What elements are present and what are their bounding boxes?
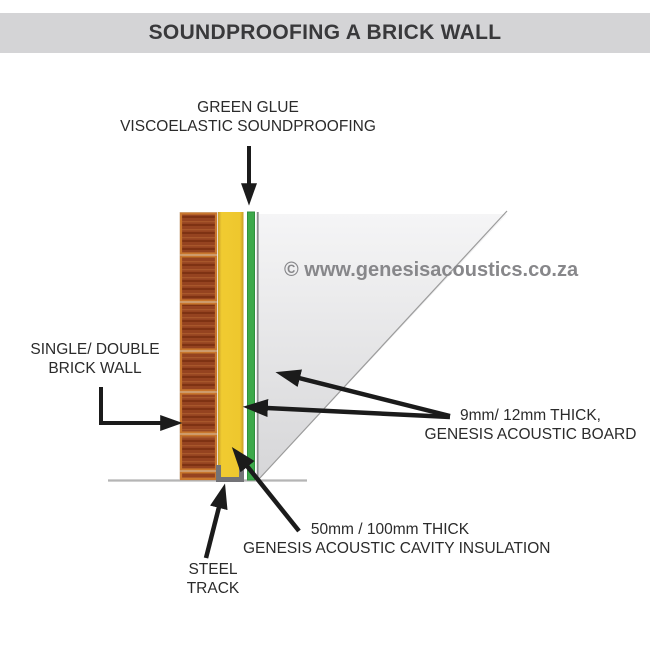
cavity-insulation-label: 50mm / 100mm THICK GENESIS ACOUSTIC CAVI…: [243, 521, 551, 558]
brick: [179, 255, 218, 302]
steel-track-shape: [216, 465, 244, 482]
steel-track-label-line1: STEEL: [188, 561, 238, 578]
watermark-text: © www.genesisacoustics.co.za: [284, 259, 579, 281]
green-glue-label: GREEN GLUE VISCOELASTIC SOUNDPROOFING: [108, 99, 388, 136]
acoustic-board-edge: [256, 212, 259, 480]
insulation-arrow: [231, 447, 301, 533]
title-bar: SOUNDPROOFING A BRICK WALL: [0, 13, 650, 53]
brick: [179, 434, 218, 471]
board-panel-diagonal-edge: [258, 210, 508, 480]
acoustic-board-label-line2: GENESIS ACOUSTIC BOARD: [424, 425, 637, 443]
brick: [179, 351, 218, 392]
acoustic-board-label-line1: 9mm/ 12mm THICK,: [460, 407, 601, 424]
brick-wall-elbow-arrow: [99, 387, 183, 431]
steel-track-label-line2: TRACK: [186, 579, 240, 597]
steel-track-label: STEEL TRACK: [168, 561, 258, 598]
brick: [179, 212, 218, 255]
acoustic-board-label: 9mm/ 12mm THICK, GENESIS ACOUSTIC BOARD: [413, 407, 648, 444]
brick: [179, 471, 218, 481]
cavity-insulation-label-line2: GENESIS ACOUSTIC CAVITY INSULATION: [243, 539, 551, 557]
board-arrow-lower: [242, 399, 451, 420]
annotation-arrows: [99, 146, 451, 559]
brick-stack: [179, 212, 218, 481]
brick-wall-label-line1: SINGLE/ DOUBLE: [30, 341, 160, 358]
cavity-insulation-layer: [218, 212, 244, 479]
steel-track-arrow: [203, 483, 228, 559]
brick-wall-column: [179, 212, 218, 481]
green-glue-label-line1: GREEN GLUE: [197, 99, 299, 116]
brick: [179, 302, 218, 351]
page-title: SOUNDPROOFING A BRICK WALL: [148, 21, 502, 44]
brick: [179, 392, 218, 434]
green-glue-layer: [247, 211, 255, 481]
cavity-insulation-label-line1: 50mm / 100mm THICK: [310, 521, 470, 538]
brick-wall-label: SINGLE/ DOUBLE BRICK WALL: [15, 341, 175, 378]
brick-wall-label-line2: BRICK WALL: [48, 359, 142, 377]
board-arrow-upper: [275, 369, 451, 419]
green-glue-label-line2: VISCOELASTIC SOUNDPROOFING: [120, 117, 376, 135]
